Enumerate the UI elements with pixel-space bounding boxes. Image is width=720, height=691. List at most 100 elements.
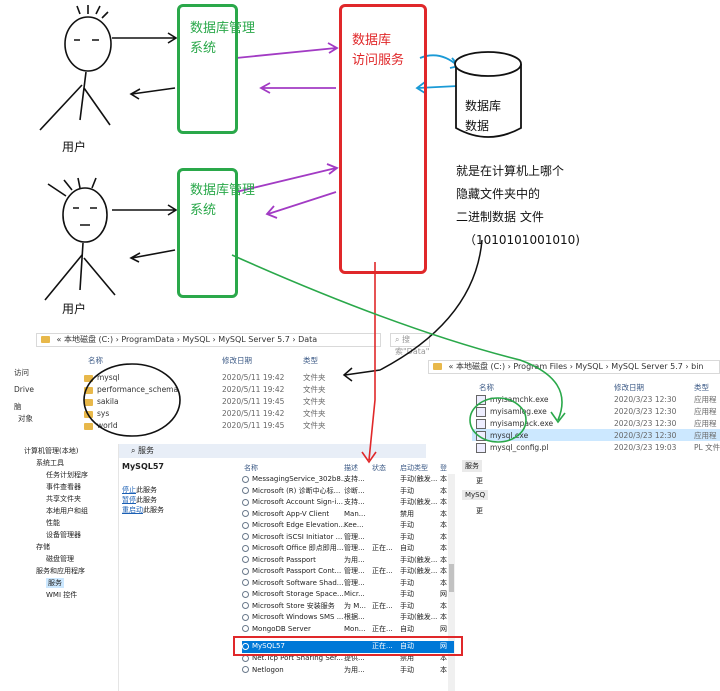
path-part[interactable]: MySQL: [182, 335, 210, 344]
col-status[interactable]: 状态: [372, 464, 386, 472]
table-row[interactable]: Microsoft Edge Elevation...Kee...手动本: [242, 520, 454, 532]
path-part[interactable]: MySQL Server 5.7: [611, 362, 683, 371]
path-part[interactable]: ProgramData: [121, 335, 175, 344]
note-line-4: （1010101001010): [464, 233, 580, 247]
svc-start: 手动(触发...: [400, 475, 438, 483]
tree-item-services[interactable]: 服务: [46, 578, 64, 588]
table-row[interactable]: mysql: [84, 372, 120, 384]
table-row[interactable]: sys: [84, 408, 109, 420]
tree-item[interactable]: 存储: [36, 543, 50, 551]
table-row[interactable]: Microsoft (R) 诊断中心标...诊断...手动本: [242, 486, 454, 498]
table-row[interactable]: Microsoft iSCSI Initiator ...管理...手动本: [242, 532, 454, 544]
svc-status: 正在...: [372, 624, 393, 633]
tree-item[interactable]: 计算机管理(本地): [24, 447, 79, 455]
col-name[interactable]: 名称: [244, 464, 258, 472]
tree-item[interactable]: 设备管理器: [46, 531, 81, 539]
column-header-name[interactable]: 名称: [479, 383, 494, 392]
tree-item[interactable]: 性能: [46, 519, 60, 527]
services-header: ⌕ 服务: [119, 444, 471, 458]
col-desc[interactable]: 描述: [344, 464, 358, 472]
table-row[interactable]: performance_schema: [84, 384, 178, 396]
tree-item[interactable]: 共享文件夹: [46, 495, 81, 503]
explorer-bin-address[interactable]: « 本地磁盘 (C:) › Program Files › MySQL › My…: [428, 360, 720, 374]
tree-item[interactable]: 系统工具: [36, 459, 64, 467]
table-row[interactable]: Microsoft Passport Cont...管理...正在...手动(触…: [242, 566, 454, 578]
svc-logon: 网: [440, 624, 447, 633]
table-row[interactable]: mysql_config.pl: [476, 442, 548, 454]
table-row[interactable]: Microsoft Storage Space...Micr...手动网: [242, 589, 454, 601]
nav-item[interactable]: 访问: [14, 368, 29, 377]
actions-more-2[interactable]: 更: [476, 507, 483, 515]
svc-start: 手动: [400, 486, 414, 495]
path-part[interactable]: bin: [691, 362, 704, 371]
search-input[interactable]: ⌕ 搜索"Data": [390, 333, 430, 356]
table-row[interactable]: myisampack.exe: [476, 418, 553, 430]
column-header-name[interactable]: 名称: [88, 356, 103, 365]
gear-icon: [242, 642, 249, 650]
tree-item[interactable]: 磁盘管理: [46, 555, 74, 563]
scrollbar[interactable]: [448, 474, 455, 691]
pause-service-link[interactable]: 暂停: [122, 496, 136, 504]
tree-item[interactable]: 任务计划程序: [46, 471, 88, 479]
nav-item[interactable]: Drive: [14, 385, 34, 394]
svc-start: 手动(触发...: [400, 613, 438, 621]
stop-service-link[interactable]: 停止: [122, 486, 136, 494]
nav-item[interactable]: 脑: [14, 402, 22, 411]
row-type: 文件夹: [303, 373, 326, 382]
path-part[interactable]: Data: [298, 335, 318, 344]
column-header-date[interactable]: 修改日期: [222, 356, 252, 365]
column-header-date[interactable]: 修改日期: [614, 383, 644, 392]
dbms-2-line-1: 数据库管理: [190, 183, 256, 198]
svc-name: Microsoft iSCSI Initiator ...: [252, 532, 343, 541]
tree-item[interactable]: WMI 控件: [46, 591, 78, 599]
note-line-1: 就是在计算机上哪个: [456, 164, 565, 178]
table-row[interactable]: Microsoft Windows SMS ...根据...手动(触发...本: [242, 612, 454, 624]
scrollbar-thumb[interactable]: [449, 564, 454, 592]
svc-start: 手动(触发...: [400, 555, 438, 564]
dbms-box-1: 数据库管理 系统: [177, 4, 255, 134]
svc-name: Microsoft Edge Elevation...: [252, 521, 346, 529]
column-header-type[interactable]: 类型: [303, 356, 318, 365]
table-row[interactable]: mysql.exe: [476, 430, 528, 442]
svc-start: 手动(触发...: [400, 498, 438, 506]
restart-service-link[interactable]: 重启动: [122, 506, 143, 514]
table-row[interactable]: sakila: [84, 396, 119, 408]
col-startup[interactable]: 启动类型: [400, 464, 428, 472]
column-header-type[interactable]: 类型: [694, 383, 709, 392]
table-row[interactable]: Microsoft Office 即点即用...管理...正在...自动本: [242, 543, 454, 555]
actions-more-1[interactable]: 更: [476, 477, 483, 485]
svc-name: Microsoft Passport: [252, 555, 316, 564]
tree-item[interactable]: 事件查看器: [46, 483, 81, 491]
path-part[interactable]: 本地磁盘 (C:): [456, 362, 506, 371]
path-part[interactable]: 本地磁盘 (C:): [64, 335, 114, 344]
table-row[interactable]: Microsoft Store 安装服务为 M...正在...手动本: [242, 601, 454, 613]
svc-name: Microsoft Office 即点即用...: [252, 544, 344, 552]
table-row[interactable]: MessagingService_302b8...支持...手动(触发...本: [242, 474, 454, 486]
svc-logon: 本: [440, 555, 447, 564]
table-row[interactable]: Microsoft Account Sign-i...支持...手动(触发...…: [242, 497, 454, 509]
explorer-data-window: « 本地磁盘 (C:) › ProgramData › MySQL › MySQ…: [0, 330, 430, 440]
dbms-1-line-1: 数据库管理: [190, 21, 256, 36]
table-row[interactable]: myisamlog.exe: [476, 406, 547, 418]
search-icon: ⌕: [131, 446, 136, 455]
col-logon[interactable]: 登: [440, 464, 447, 472]
explorer-data-address[interactable]: « 本地磁盘 (C:) › ProgramData › MySQL › MySQ…: [36, 333, 381, 347]
nav-item[interactable]: 对象: [18, 414, 33, 423]
path-part[interactable]: Program Files: [513, 362, 568, 371]
actions-services-label: 服务: [462, 460, 482, 472]
gear-icon: [242, 666, 249, 673]
table-row[interactable]: Microsoft Software Shad...管理...手动本: [242, 578, 454, 590]
services-title: 服务: [138, 446, 155, 455]
path-part[interactable]: MySQL Server 5.7: [218, 335, 290, 344]
gear-icon: [242, 590, 249, 598]
tree-item[interactable]: 服务和应用程序: [36, 567, 85, 575]
path-part[interactable]: MySQL: [575, 362, 603, 371]
table-row[interactable]: world: [84, 420, 118, 432]
tree-item[interactable]: 本地用户和组: [46, 507, 88, 515]
table-row[interactable]: myisamchk.exe: [476, 394, 549, 406]
